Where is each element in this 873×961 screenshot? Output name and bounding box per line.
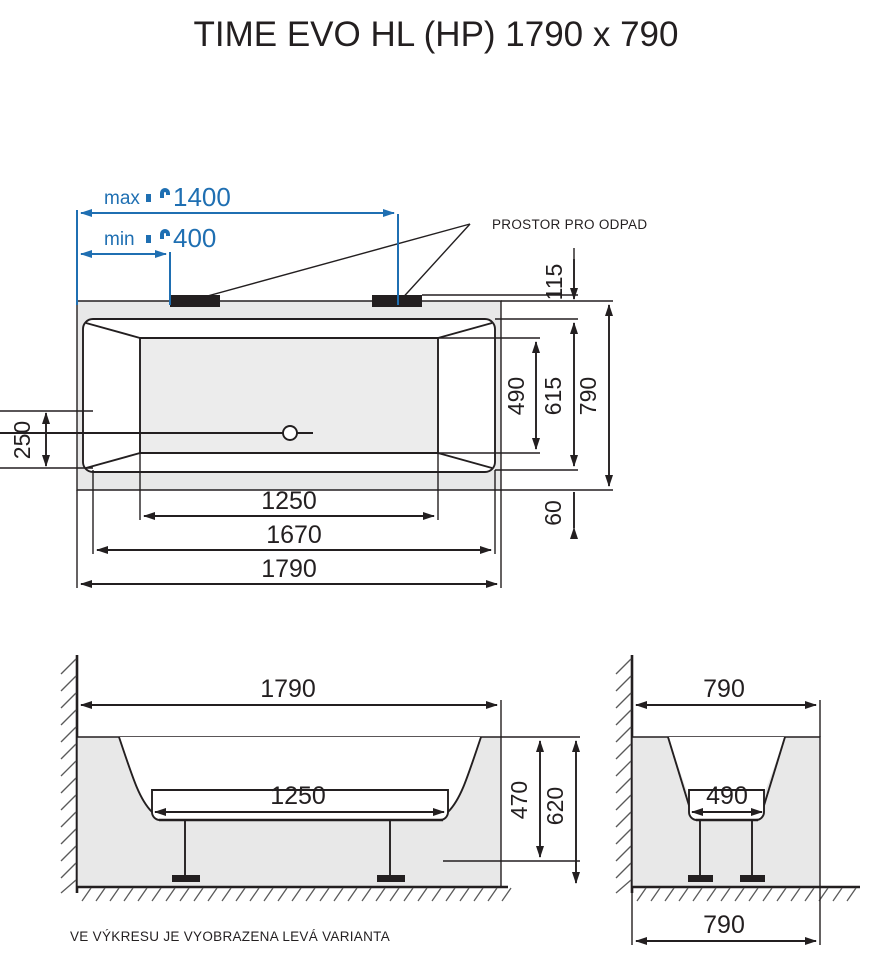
dim-115: 115	[541, 264, 567, 301]
dim-1250: 1250	[261, 487, 317, 515]
max-label: max	[104, 188, 140, 209]
dim-1790: 1790	[261, 555, 317, 583]
dim-615: 615	[540, 377, 566, 415]
plan-horizontal-dims: 1250 1670 1790	[76, 453, 502, 588]
floor-hatching-side	[636, 887, 857, 902]
dim-side-490: 490	[706, 782, 748, 810]
waste-block-left	[170, 295, 220, 307]
dim-side-790-top: 790	[703, 675, 745, 703]
max-value: 1400	[173, 182, 231, 212]
wall-hatching-side	[615, 658, 632, 894]
min-value: 400	[173, 223, 216, 253]
dim-front-1790: 1790	[260, 675, 316, 703]
plan-vertical-dims: 115 490 615 790 60 250	[0, 248, 613, 539]
page-title: TIME EVO HL (HP) 1790 x 790	[194, 15, 679, 54]
foot-pad-left	[172, 875, 200, 882]
faucet-icon	[146, 188, 170, 202]
side-elevation-dims: 790 490 790	[631, 675, 821, 945]
foot-pad-left-side	[688, 875, 713, 882]
wall-hatching	[60, 658, 77, 894]
dim-side-790-bottom: 790	[703, 911, 745, 939]
dim-470: 470	[506, 781, 532, 819]
dim-front-1250: 1250	[270, 782, 326, 810]
blue-dimension-group: max 1400 min 400	[76, 182, 399, 305]
footer-note: VE VÝKRESU JE VYOBRAZENA LEVÁ VARIANTA	[70, 929, 390, 944]
dim-60: 60	[540, 500, 566, 526]
faucet-icon	[146, 229, 170, 243]
plan-view: PROSTOR PRO ODPAD max 1400 min 400	[0, 182, 647, 588]
foot-pad-right	[377, 875, 405, 882]
dim-250: 250	[9, 421, 35, 459]
side-elevation-view: 790 490 790	[615, 655, 860, 945]
dim-1670: 1670	[266, 521, 322, 549]
front-elevation-dims: 1790 1250 470 620	[80, 675, 580, 884]
min-label: min	[104, 229, 135, 250]
foot-pad-right-side	[740, 875, 765, 882]
dim-490: 490	[503, 377, 529, 415]
front-elevation-view: 1790 1250 470 620	[60, 655, 580, 902]
dim-620: 620	[542, 787, 568, 825]
dim-790-plan: 790	[575, 377, 601, 415]
waste-space-label: PROSTOR PRO ODPAD	[492, 217, 647, 232]
floor-hatching	[81, 887, 512, 902]
